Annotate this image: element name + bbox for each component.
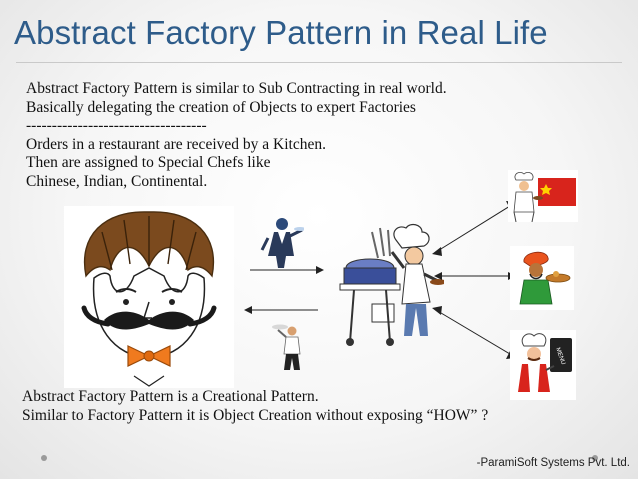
menu-board-label: MENU <box>554 347 566 366</box>
summary-text: Abstract Factory Pattern is a Creational… <box>22 388 488 426</box>
slide-title: Abstract Factory Pattern in Real Life <box>14 14 548 51</box>
bullet-dot-left <box>41 455 47 461</box>
delegation-arrows <box>432 201 516 359</box>
summary-line-2: Similar to Factory Pattern it is Object … <box>22 406 489 424</box>
summary-line-1: Abstract Factory Pattern is a Creational… <box>22 388 319 405</box>
intro-line-5: Then are assigned to Special Chefs like <box>26 154 271 172</box>
title-divider <box>16 62 622 63</box>
intro-line-4: Orders in a restaurant are received by a… <box>26 135 326 153</box>
intro-line-2: Basically delegating the creation of Obj… <box>26 98 416 116</box>
intro-line-3: ----------------------------------- <box>26 117 207 135</box>
grill-chef-icon <box>339 223 444 346</box>
indian-chef-icon <box>510 246 574 310</box>
chinese-chef-icon <box>508 170 578 222</box>
waiter-icon <box>260 218 304 268</box>
continental-chef-icon: MENU <box>510 330 576 400</box>
intro-line-1: Abstract Factory Pattern is similar to S… <box>26 80 447 97</box>
customer-cartoon-icon <box>64 206 234 388</box>
intro-line-6: Chinese, Indian, Continental. <box>26 172 208 190</box>
bullet-dot-right <box>592 455 598 461</box>
waiter-serving-icon <box>272 324 301 370</box>
flow-arrows <box>244 266 324 314</box>
credit-text: -ParamiSoft Systems Pvt. Ltd. <box>476 457 630 469</box>
intro-text: Abstract Factory Pattern is similar to S… <box>26 80 447 192</box>
